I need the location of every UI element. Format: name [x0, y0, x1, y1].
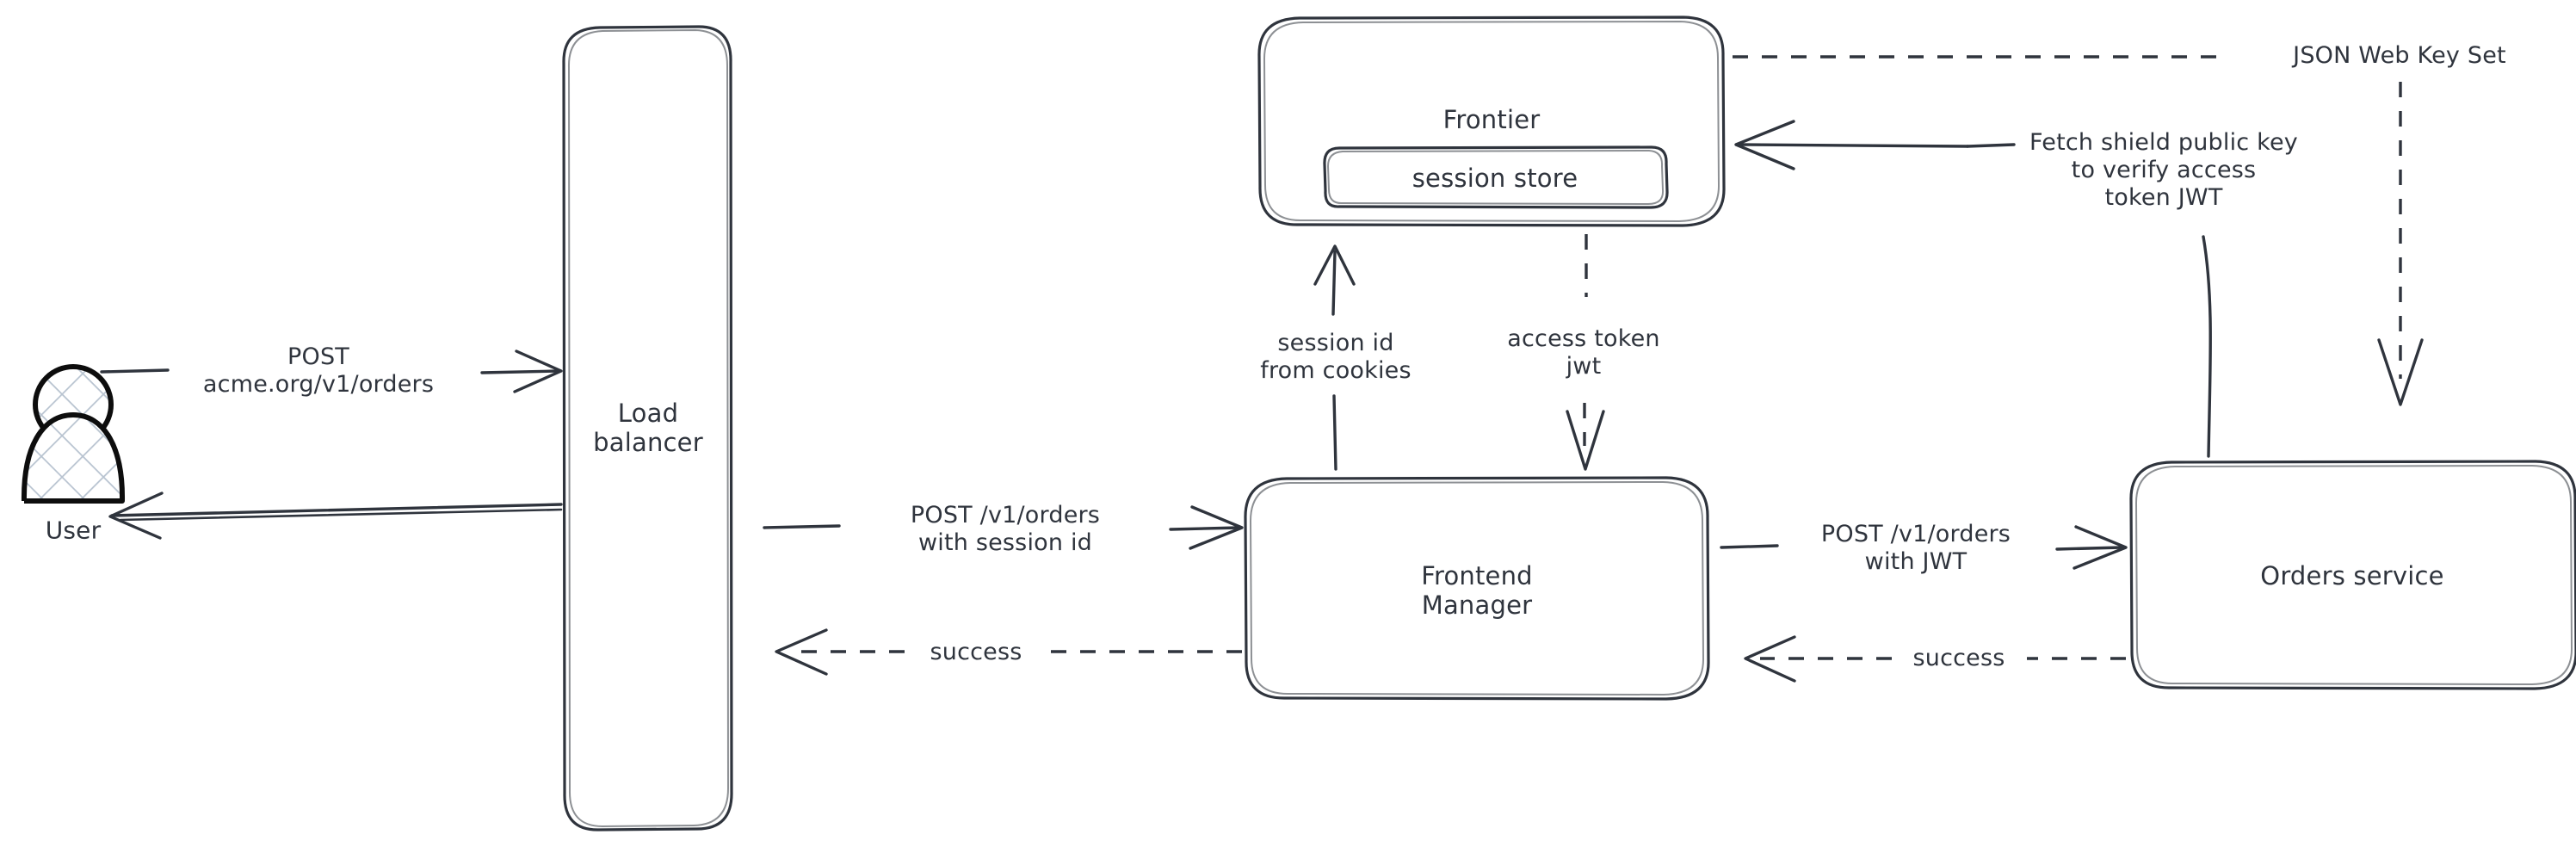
edge-label-frontend-manager-to-orders-service: POST /v1/orders with JWT [1820, 521, 2011, 575]
node-load-balancer[interactable] [562, 25, 733, 832]
edge-orders-service-to-frontend-manager-success [1744, 635, 2126, 683]
edge-label-frontier-to-orders-service-jwks: JSON Web Key Set [2293, 42, 2506, 70]
node-label-frontier: Frontier [1442, 104, 1541, 134]
actor-label-user: User [45, 516, 102, 545]
edge-user-to-load-balancer [100, 349, 563, 393]
edge-label-frontend-manager-to-load-balancer-success: success [930, 639, 1022, 666]
edge-frontier-to-frontend-manager [1566, 234, 1605, 471]
edge-load-balancer-to-frontend-manager [763, 505, 1244, 550]
node-label-orders-service: Orders service [2260, 560, 2444, 590]
edge-label-load-balancer-to-frontend-manager: POST /v1/orders with session id [910, 502, 1101, 556]
edge-frontier-to-orders-service-jwks [1733, 55, 2424, 406]
edge-label-frontend-manager-to-frontier: session id from cookies [1260, 330, 1412, 384]
edge-load-balancer-to-user [108, 492, 563, 540]
edge-frontend-manager-to-load-balancer-success [775, 628, 1242, 676]
user-person-icon [21, 364, 126, 504]
node-label-frontend-manager: Frontend Manager [1421, 560, 1533, 620]
node-orders-service[interactable] [2129, 460, 2576, 690]
node-frontend-manager[interactable] [1244, 476, 1710, 701]
node-session-store[interactable] [1323, 145, 1669, 209]
node-label-session-store: session store [1412, 163, 1578, 193]
edge-frontend-manager-to-orders-service [1720, 525, 2128, 570]
edge-label-orders-service-to-frontend-manager-success: success [1912, 645, 2005, 672]
edge-orders-service-to-frontier-fetch-key [1734, 120, 2212, 458]
node-label-load-balancer: Load balancer [593, 398, 703, 457]
edge-label-orders-service-to-frontier-fetch-key: Fetch shield public key to verify access… [2029, 129, 2298, 211]
edge-label-frontier-to-frontend-manager: access token jwt [1507, 325, 1660, 380]
edge-label-user-to-load-balancer: POST acme.org/v1/orders [202, 343, 435, 398]
edge-frontend-manager-to-frontier [1313, 244, 1356, 471]
